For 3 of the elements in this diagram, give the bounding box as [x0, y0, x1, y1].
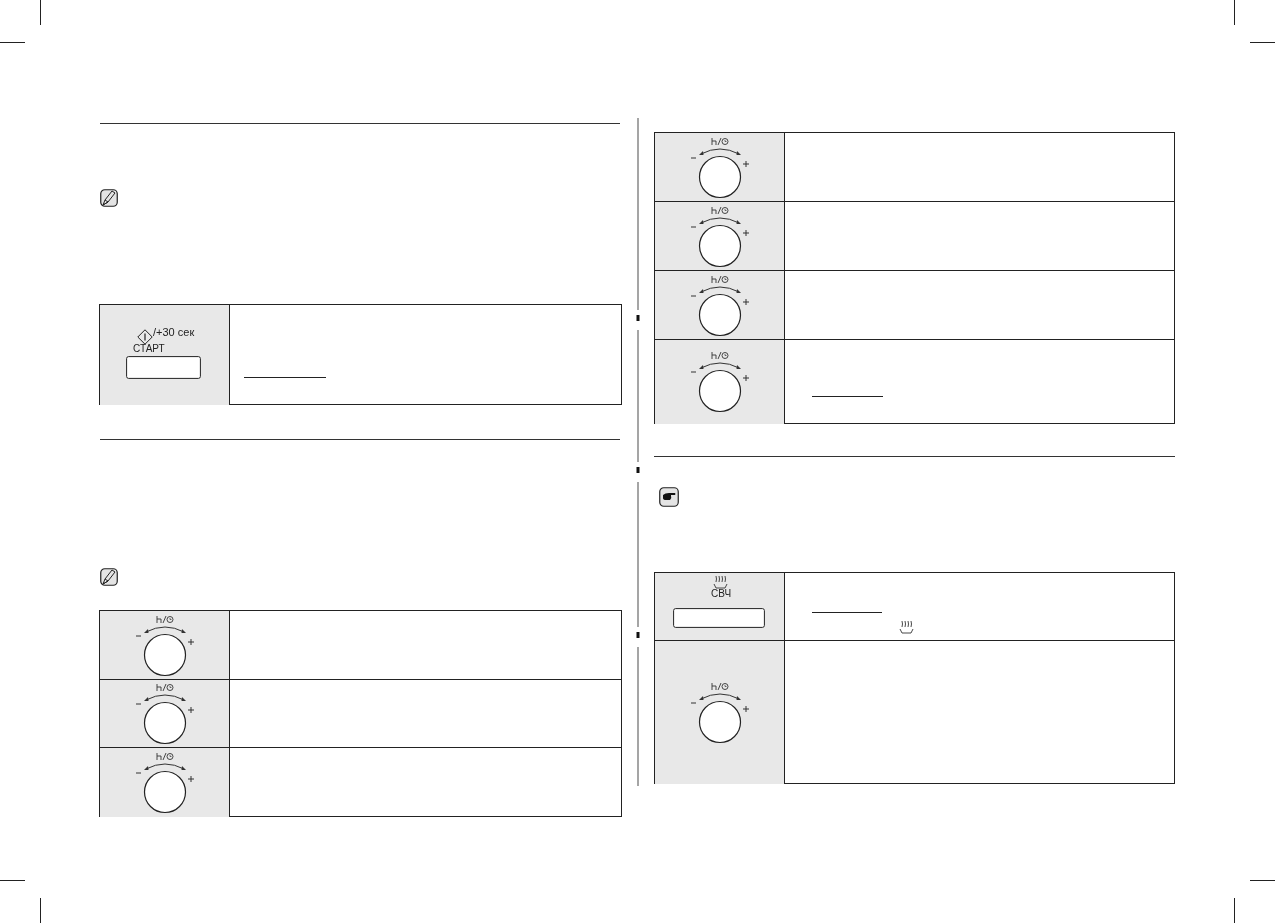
button-caption: СВЧ [711, 589, 732, 599]
button-caption: /+30 сек [153, 327, 195, 338]
button-caption: СТАРТ [133, 344, 165, 354]
